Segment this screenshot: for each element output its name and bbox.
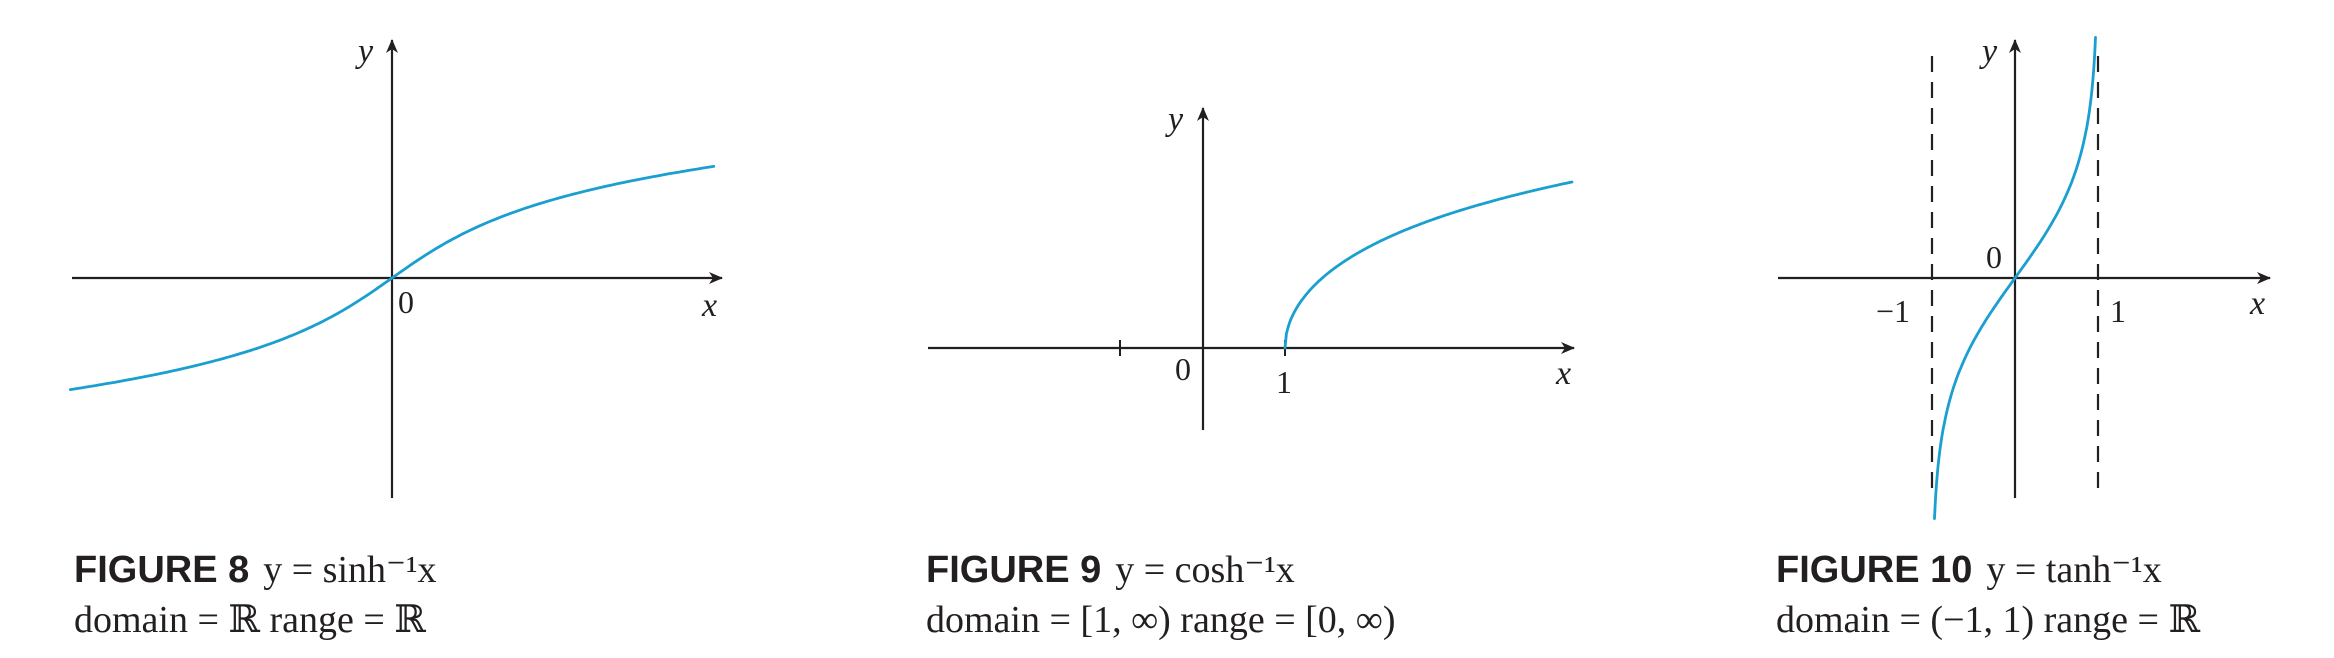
fig8-y-label: y <box>355 33 374 70</box>
fig8-x-label: x <box>701 287 717 324</box>
fig10-y-label: y <box>1979 33 1998 70</box>
figure-9-domain-range: domain = [1, ∞) range = [0, ∞) <box>926 599 1396 641</box>
figure-8-caption: FIGURE 8 y = sinh⁻¹x domain = ℝ range = ℝ <box>74 545 436 645</box>
figure-10-equation: y = tanh⁻¹x <box>1986 549 2162 591</box>
fig10-atanh-curve <box>1933 36 2097 520</box>
figures-canvas: y x 0 y x 0 1 y x 0 −1 1 <box>68 33 2271 520</box>
fig10-tick-label-1: 1 <box>2110 293 2126 329</box>
fig10-origin-label: 0 <box>1986 239 2002 275</box>
fig8-origin-label: 0 <box>398 284 414 320</box>
fig9-x-label: x <box>1555 355 1571 392</box>
figure-9-caption: FIGURE 9 y = cosh⁻¹x domain = [1, ∞) rang… <box>926 545 1396 645</box>
fig9-origin-label: 0 <box>1175 351 1191 387</box>
fig9-acosh-curve <box>1283 180 1574 350</box>
figure-10-number: FIGURE 10 <box>1776 549 1973 591</box>
fig9-tick-label-1: 1 <box>1276 364 1292 400</box>
figure-10-domain-range: domain = (−1, 1) range = ℝ <box>1776 599 2201 641</box>
figure-8-equation: y = sinh⁻¹x <box>263 549 437 591</box>
fig9-y-label: y <box>1165 101 1184 138</box>
figure-8-domain-range: domain = ℝ range = ℝ <box>74 599 426 641</box>
fig8-asinh-curve <box>68 165 716 391</box>
figure-9-number: FIGURE 9 <box>926 549 1102 591</box>
figure-8-plot: y x 0 <box>68 33 723 498</box>
figure-9-plot: y x 0 1 <box>928 101 1575 430</box>
figure-9-equation: y = cosh⁻¹x <box>1115 549 1295 591</box>
figure-10-plot: y x 0 −1 1 <box>1778 33 2271 520</box>
figure-8-number: FIGURE 8 <box>74 549 250 591</box>
figure-10-caption: FIGURE 10 y = tanh⁻¹x domain = (−1, 1) ra… <box>1776 545 2200 645</box>
fig10-x-label: x <box>2249 285 2265 322</box>
fig10-tick-label-neg1: −1 <box>1876 293 1910 329</box>
